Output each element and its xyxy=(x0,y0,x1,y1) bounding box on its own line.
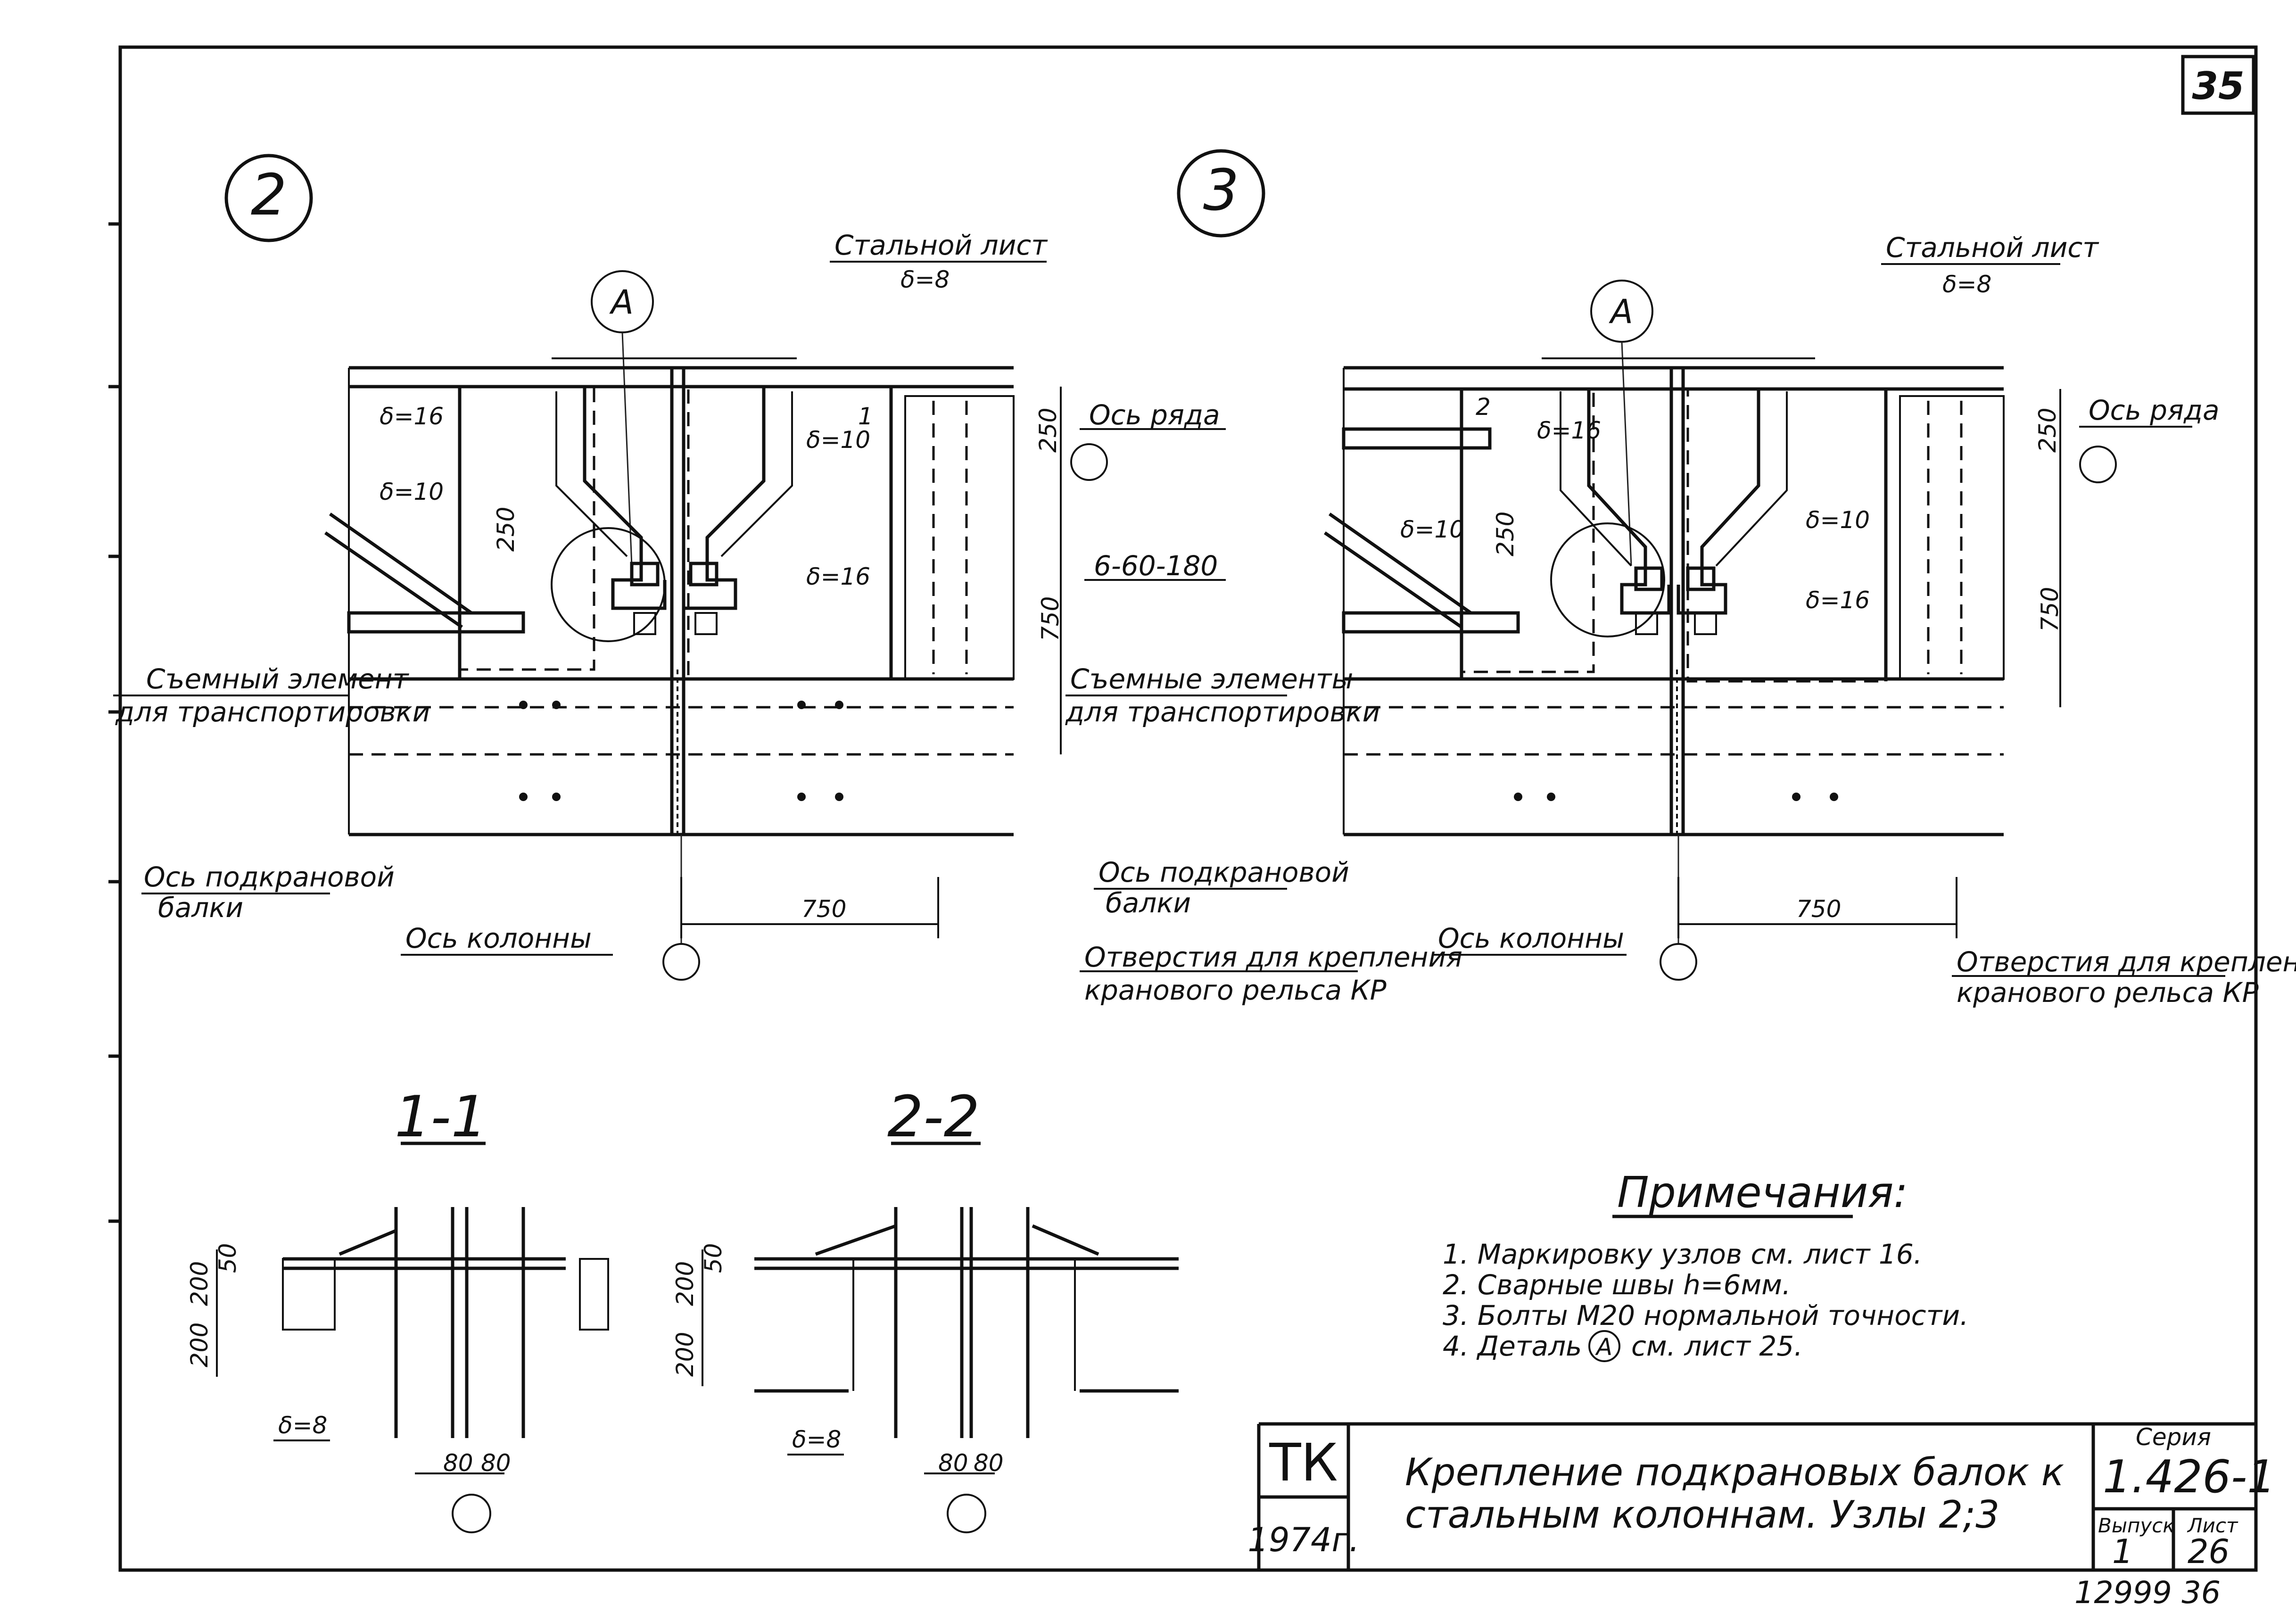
notes-block: Примечания: 1. Маркировку узлов см. лист… xyxy=(1443,1168,1968,1362)
section-1-1-d200b: 200 xyxy=(186,1323,213,1367)
dim-250-vertical-3: 250 xyxy=(1492,512,1519,556)
detail-a-label-3: A xyxy=(1609,292,1633,331)
section-2-2-d200a: 200 xyxy=(671,1261,699,1306)
section-2-2-d200b: 200 xyxy=(671,1332,699,1377)
node-3-circle xyxy=(1177,149,1265,238)
t16-right: δ=16 xyxy=(806,563,870,590)
rail-holes-label-1: Отверстия для крепления xyxy=(1084,941,1462,973)
node-3-label: 3 xyxy=(1203,158,1239,223)
t10-left: δ=10 xyxy=(380,478,444,505)
section-1-1: 1-1 50 200 200 δ=8 80 80 xyxy=(186,1084,609,1533)
removable-label-2-3: для транспортировки xyxy=(1065,696,1380,728)
t16-left-3: δ=16 xyxy=(1537,417,1601,444)
stamp-sheet-value: 26 xyxy=(2188,1532,2230,1571)
stamp-series-value: 1.426-1 xyxy=(2103,1451,2276,1503)
note-4-ref: см. лист 25. xyxy=(1631,1330,1803,1362)
section-1-1-d200a: 200 xyxy=(186,1261,213,1306)
node-2-circle xyxy=(224,154,313,242)
section-1-1-title: 1-1 xyxy=(395,1084,487,1150)
page-number: 35 xyxy=(2192,64,2244,108)
row-axis-label: Ось ряда xyxy=(1089,399,1220,431)
dim-250-vertical: 250 xyxy=(492,507,520,552)
note-4-detail-circle xyxy=(1588,1330,1620,1362)
section-1-1-d80b: 80 xyxy=(481,1449,511,1477)
holes-spec: 6-60-180 xyxy=(1094,550,1218,582)
dim-750-horizontal: 750 xyxy=(801,895,846,923)
node-3-drawing: 3 A xyxy=(1065,149,2296,1009)
beam-axis-label-2: балки xyxy=(158,892,243,924)
stamp-title-line1: Крепление подкрановых балок к xyxy=(1405,1450,2064,1494)
rail-holes-label-1-3: Отверстия для крепления xyxy=(1957,946,2296,978)
node-2-label: 2 xyxy=(251,163,287,228)
stamp-series-label: Серия xyxy=(2136,1423,2211,1451)
section-mark: 1 xyxy=(858,403,873,430)
section-1-1-t8: δ=8 xyxy=(278,1412,327,1439)
steel-sheet-label-3: Стальной лист xyxy=(1886,232,2099,264)
t16-left: δ=16 xyxy=(380,403,444,430)
note-4: 4. Деталь xyxy=(1443,1330,1582,1362)
rail-holes-label-2: кранового рельса КР xyxy=(1084,974,1387,1006)
rail-holes-label-2-3: кранового рельса КР xyxy=(1957,976,2259,1009)
note-2: 2. Сварные швы h=6мм. xyxy=(1443,1269,1791,1301)
section-2-2: 2-2 50 200 200 δ=8 80 80 xyxy=(671,1084,1179,1533)
steel-sheet-label: Стальной лист xyxy=(834,229,1048,261)
page-number-box xyxy=(2181,55,2255,115)
section-2-2-d80b: 80 xyxy=(974,1449,1004,1477)
margin-ticks xyxy=(108,222,120,1223)
t10-right-3: δ=10 xyxy=(1806,506,1870,534)
dim-750-vertical-3: 750 xyxy=(2036,587,2064,632)
row-axis-label-3: Ось ряда xyxy=(2089,394,2220,426)
stamp-sheet-label: Лист xyxy=(2187,1514,2238,1537)
removable-label-2: для транспортировки xyxy=(115,696,430,728)
section-1-1-d50: 50 xyxy=(214,1243,241,1273)
stamp-issue-value: 1 xyxy=(2112,1532,2133,1571)
section-2-2-title: 2-2 xyxy=(887,1084,980,1150)
dim-750-horizontal-3: 750 xyxy=(1796,895,1841,923)
steel-sheet-thickness: δ=8 xyxy=(900,266,950,293)
note-3: 3. Болты М20 нормальной точности. xyxy=(1443,1299,1968,1332)
stamp-title-line2: стальным колоннам. Узлы 2;3 xyxy=(1405,1493,1999,1537)
title-block: ТК 1974г. Крепление подкрановых балок к … xyxy=(1247,1422,2276,1571)
page-number-bottom: 12999 36 xyxy=(2074,1575,2221,1611)
note-1: 1. Маркировку узлов см. лист 16. xyxy=(1443,1238,1922,1270)
t10-left-3: δ=10 xyxy=(1400,516,1464,543)
dim-250-top-3: 250 xyxy=(2034,408,2061,453)
sheet-frame xyxy=(118,45,2258,1572)
beam-axis-label-2-3: балки xyxy=(1106,887,1191,919)
column-axis-label-3: Ось колонны xyxy=(1438,922,1624,954)
section-1-1-d80a: 80 xyxy=(443,1449,473,1477)
dim-750-vertical: 750 xyxy=(1037,596,1064,641)
t10-right: δ=10 xyxy=(806,426,870,454)
section-mark-3: 2 xyxy=(1476,393,1491,421)
notes-title: Примечания: xyxy=(1617,1168,1908,1217)
dim-250-top: 250 xyxy=(1034,408,1062,453)
removable-label-1: Съемный элемент xyxy=(146,663,410,695)
section-2-2-d50: 50 xyxy=(700,1243,727,1273)
section-2-2-d80a: 80 xyxy=(938,1449,968,1477)
stamp-org: ТК xyxy=(1269,1432,1338,1493)
column-axis-label: Ось колонны xyxy=(405,922,592,954)
stamp-issue-label: Выпуск xyxy=(2098,1514,2175,1537)
beam-axis-label-1-3: Ось подкрановой xyxy=(1098,856,1349,888)
beam-axis-label-1: Ось подкрановой xyxy=(144,861,395,893)
note-4-detail-ref: A xyxy=(1595,1333,1612,1361)
t16-right-3: δ=16 xyxy=(1806,587,1870,614)
node-2-drawing: 2 A xyxy=(113,154,1462,1006)
stamp-year: 1974г. xyxy=(1247,1521,1359,1559)
removable-label-1-3: Съемные элементы xyxy=(1070,663,1353,695)
steel-sheet-thickness-3: δ=8 xyxy=(1942,271,1991,298)
section-2-2-t8: δ=8 xyxy=(792,1426,841,1453)
detail-a-label: A xyxy=(609,283,634,322)
